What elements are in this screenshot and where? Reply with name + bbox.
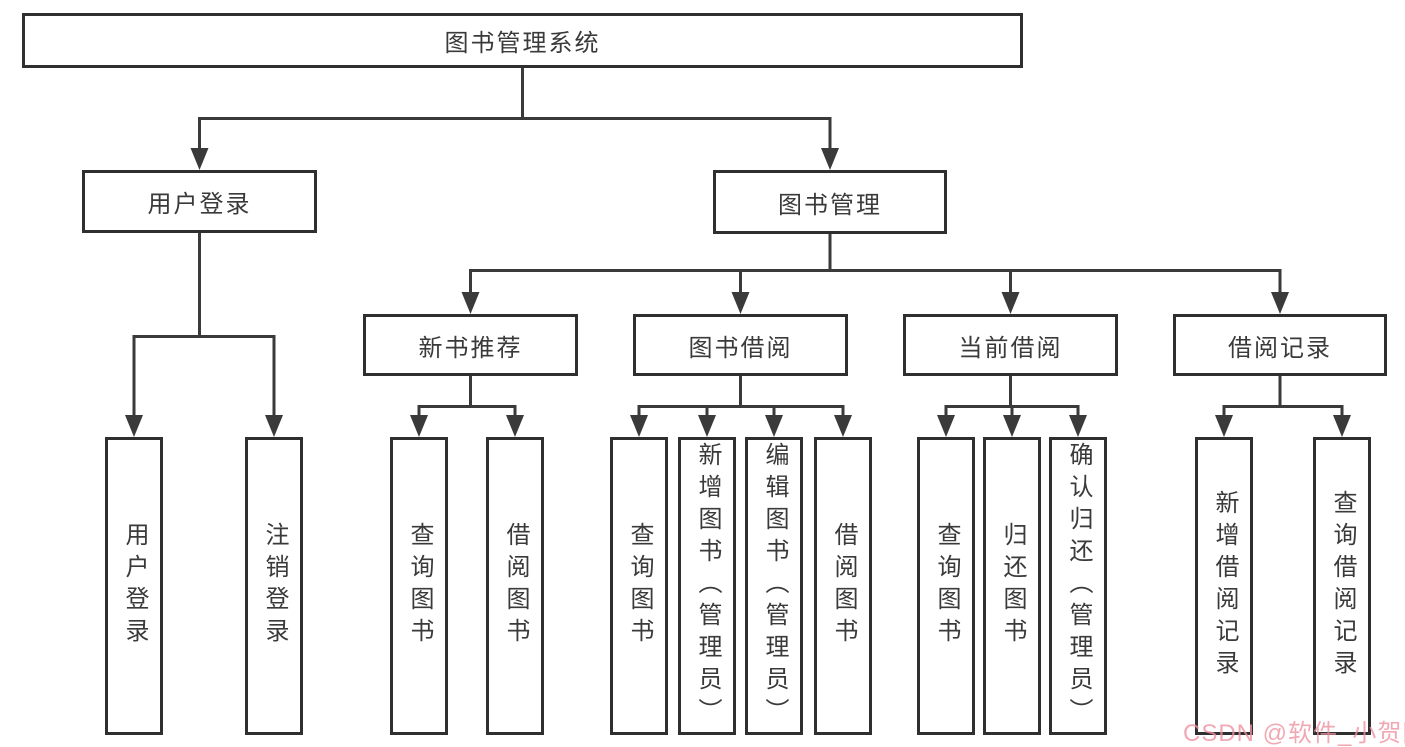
leaf-add-borrow-record: 新增借阅记录 xyxy=(1195,437,1253,735)
leaf-borrowing-query-book: 查询图书 xyxy=(610,437,668,735)
node-label: 借阅记录 xyxy=(1228,334,1332,362)
node-label: 查询借阅记录 xyxy=(1329,490,1356,682)
leaf-current-confirm-return-admin: 确认归还（管理员） xyxy=(1049,437,1107,735)
node-user-login: 用户登录 xyxy=(82,170,317,233)
node-label: 当前借阅 xyxy=(958,334,1063,362)
node-borrowing-records: 借阅记录 xyxy=(1173,314,1387,376)
node-label: 确认归还（管理员） xyxy=(1065,442,1092,730)
node-label: 图书管理 xyxy=(778,191,882,219)
node-label: 新增图书（管理员） xyxy=(694,442,721,730)
node-label: 用户登录 xyxy=(147,191,252,218)
node-label: 用户登录 xyxy=(121,522,148,650)
node-book-borrowing: 图书借阅 xyxy=(633,314,848,376)
node-label: 编辑图书（管理员） xyxy=(761,442,788,730)
leaf-query-borrow-record: 查询借阅记录 xyxy=(1313,437,1371,735)
node-label: 查询图书 xyxy=(626,522,653,650)
node-label: 图书借阅 xyxy=(688,334,793,362)
node-label: 查询图书 xyxy=(933,522,960,650)
node-root-system: 图书管理系统 xyxy=(22,13,1023,68)
node-label: 借阅图书 xyxy=(830,522,857,650)
csdn-watermark: CSDN @软件_小贺同学 xyxy=(1183,720,1405,747)
leaf-current-query-book: 查询图书 xyxy=(917,437,975,735)
node-current-borrowing: 当前借阅 xyxy=(903,314,1118,376)
leaf-current-return-book: 归还图书 xyxy=(983,437,1041,735)
node-book-management: 图书管理 xyxy=(713,170,947,234)
node-label: 图书管理系统 xyxy=(444,30,601,57)
leaf-recommend-query-book: 查询图书 xyxy=(390,437,448,735)
node-label: 新书推荐 xyxy=(418,334,523,362)
leaf-borrowing-borrow-book: 借阅图书 xyxy=(814,437,872,735)
node-label: 查询图书 xyxy=(406,522,433,650)
leaf-recommend-borrow-book: 借阅图书 xyxy=(486,437,544,735)
leaf-logout: 注销登录 xyxy=(245,437,303,735)
leaf-borrowing-edit-book-admin: 编辑图书（管理员） xyxy=(745,437,803,735)
leaf-borrowing-add-book-admin: 新增图书（管理员） xyxy=(678,437,736,735)
node-label: 归还图书 xyxy=(999,522,1026,650)
arrowhead-icons xyxy=(125,148,1351,437)
node-new-book-recommend: 新书推荐 xyxy=(363,314,578,376)
leaf-user-login: 用户登录 xyxy=(105,437,163,735)
node-label: 新增借阅记录 xyxy=(1211,490,1238,682)
node-label: 注销登录 xyxy=(261,522,288,650)
node-label: 借阅图书 xyxy=(502,522,529,650)
